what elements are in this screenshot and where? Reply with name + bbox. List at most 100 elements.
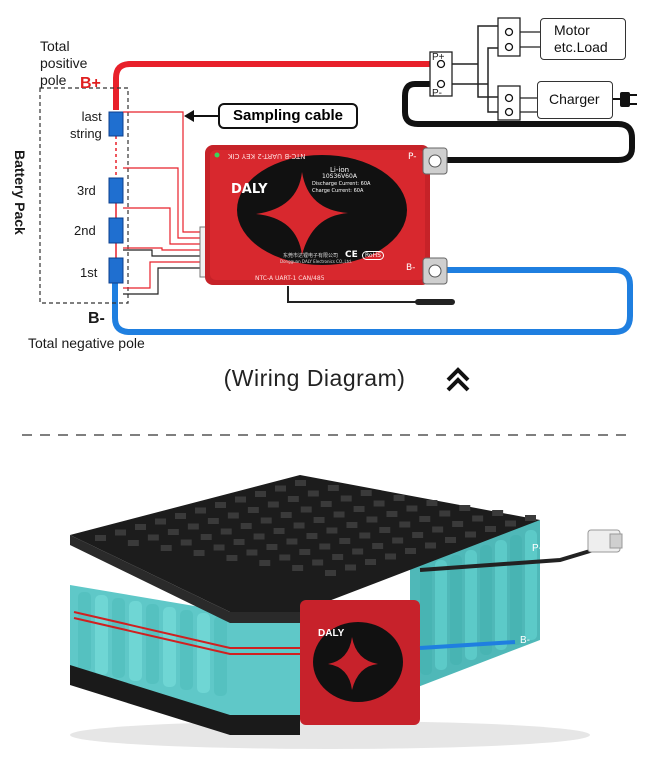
cell-hole: [215, 502, 226, 508]
bms-brand: DALY: [231, 182, 268, 197]
cell-hole: [259, 560, 271, 566]
bms-ports: NTC-A UART-1 CAN/485: [255, 275, 325, 282]
cell-hole: [320, 501, 332, 507]
cell-hole: [525, 515, 536, 521]
bms-p-minus: P-: [408, 152, 417, 162]
bms-type: Li-ion: [330, 166, 350, 174]
cell-column: [129, 601, 142, 681]
cell-hole: [346, 522, 358, 528]
b-minus-label: B-: [88, 310, 105, 327]
cell-hole: [386, 511, 398, 517]
cell-hole: [266, 544, 278, 550]
cell-hole: [445, 537, 456, 543]
motor-box: Motor etc.Load: [540, 18, 626, 60]
daly-star-icon: [256, 172, 348, 255]
cell-hole: [365, 559, 376, 565]
double-chevron-up-icon: [446, 367, 470, 392]
cell-columns: [78, 592, 227, 696]
cell-hole: [340, 495, 352, 502]
cell-hole: [432, 526, 444, 533]
cell-2nd: [108, 217, 124, 244]
cell-hole: [359, 532, 371, 539]
bms-top-ports: NTC-B UART-2 KEY CIK: [228, 152, 306, 160]
cell-column: [95, 595, 108, 675]
sampling-arrow-icon: [184, 110, 194, 122]
sampling-cable-wires: [123, 111, 200, 289]
cell-hole: [339, 538, 351, 544]
red-positive-wire: [113, 61, 440, 110]
bms-ce: CE: [345, 250, 358, 260]
cell-hole: [373, 500, 385, 507]
cell-hole: [313, 517, 325, 523]
bms-diagram: [199, 145, 455, 305]
cell-hole: [333, 511, 345, 518]
cell-hole: [255, 491, 266, 497]
cell-hole: [353, 506, 365, 512]
cell-hole: [135, 524, 146, 530]
cell-hole: [326, 527, 338, 534]
cell-hole: [379, 527, 391, 533]
cell-hole: [492, 510, 504, 516]
motor-label: Motor etc.Load: [554, 22, 608, 55]
battery-pack-photo: [70, 475, 623, 749]
cell-column: [480, 545, 492, 655]
cell-column: [495, 540, 507, 650]
cell-hole: [505, 520, 516, 527]
cell-hole: [267, 501, 279, 508]
cell-column: [197, 613, 210, 693]
bms-discharge: Discharge Current: 60A: [312, 181, 371, 187]
cell-hole: [419, 516, 431, 522]
cell-hole: [160, 545, 172, 551]
charger-box: Charger: [537, 81, 613, 119]
cell-column: [450, 555, 462, 665]
cell-hole: [247, 507, 259, 513]
cell-column: [420, 565, 432, 675]
cell-hole: [472, 515, 484, 522]
caption-text: (Wiring Diagram): [223, 365, 406, 391]
total-negative-label: Total negative pole: [28, 335, 145, 351]
cell-hole: [393, 495, 405, 501]
cell-column: [78, 592, 91, 672]
cell-hole: [485, 526, 496, 532]
cell-column: [435, 560, 447, 670]
cell-hole: [115, 529, 126, 536]
charger-terminal: [497, 85, 521, 121]
cell-hole: [345, 564, 356, 571]
cell-hole: [147, 534, 159, 541]
cell-hole: [253, 533, 265, 540]
cell-hole: [295, 480, 306, 486]
cell-hole: [195, 507, 206, 514]
cell-hole: [227, 512, 239, 519]
cell-hole: [465, 531, 476, 538]
plug-icon: [613, 92, 637, 107]
photo-b-minus: B-: [520, 635, 530, 646]
cell-column: [146, 604, 159, 684]
cell-hole: [235, 496, 246, 503]
p-terminal-block: [429, 51, 453, 97]
cell-hole: [366, 516, 378, 523]
sampling-cable-label: Sampling cable: [218, 103, 358, 129]
cell-hole: [299, 549, 311, 555]
b-plus-label: B+: [80, 75, 101, 92]
cell-hole: [260, 517, 272, 524]
cell-column: [112, 598, 125, 678]
cell-hole: [127, 540, 139, 546]
cell-3rd: [108, 177, 124, 204]
ntc-probe: [287, 286, 430, 303]
battery-pack-label: Battery Pack: [12, 150, 28, 235]
cell-hole: [175, 513, 186, 519]
cell-hole: [352, 548, 364, 555]
cell-column: [510, 535, 522, 645]
photo-brand: DALY: [318, 628, 345, 639]
cell-hole: [360, 490, 372, 496]
cell-column: [465, 550, 477, 660]
cell-hole: [319, 543, 331, 550]
cell-hole: [246, 549, 258, 556]
cell-hole: [167, 529, 179, 535]
cell-column: [214, 616, 227, 696]
cell-hole: [412, 532, 424, 538]
photo-p-minus: P-: [532, 543, 542, 554]
black-p-minus-wire: [402, 81, 635, 163]
cell-hole: [213, 544, 225, 551]
cell-hole: [307, 490, 319, 497]
